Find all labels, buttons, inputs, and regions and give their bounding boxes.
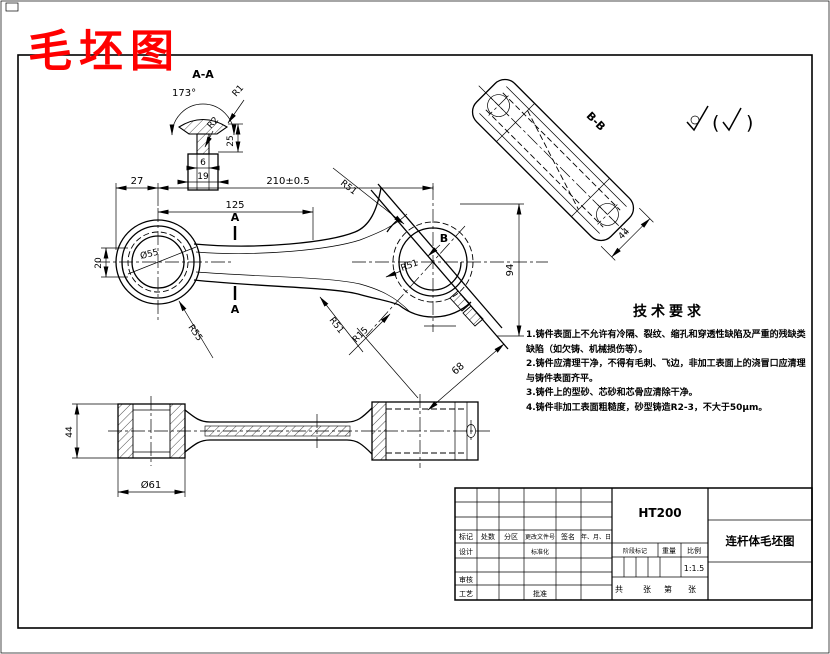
dim-25: 25 [226,135,236,146]
dim-27: 27 [131,176,144,187]
drawing-title: 连杆体毛坯图 [726,534,795,548]
dim-r1: R1 [231,83,246,99]
tech-requirements: 技术要求 1.铸件表面上不允许有冷隔、裂纹、缩孔和穿透性缺陷及严重的残缺类 缺陷… [526,301,812,415]
tech-requirements-title: 技术要求 [633,304,705,320]
tech-line: 与铸件表面齐平。 [526,373,599,384]
tech-line: 1.铸件表面上不允许有冷隔、裂纹、缩孔和穿透性缺陷及严重的残缺类 [526,330,806,340]
col-file: 更改文件号 [525,533,555,541]
section-b-mark: B [440,232,448,245]
dim-dia61: Ø61 [141,479,162,491]
section-aa-title: A-A [192,68,214,81]
col-mark: 标记 [459,532,473,541]
dim-94: 94 [505,264,516,277]
title-block: HT200 连杆体毛坯图 标记 处数 分区 更改文件号 签名 年、月、日 设计 … [454,487,813,601]
roughness-basic-icon [722,107,742,132]
dim-19: 19 [197,172,209,182]
surface-roughness-note: ( ) [686,105,753,134]
scale-label: 比例 [687,546,701,555]
side-view: 44 Ø61 [65,394,490,497]
tech-line: 2.铸件应清理干净，不得有毛刺、飞边，非加工表面上的浇冒口应清理 [526,359,806,369]
row-process: 工艺 [459,590,473,598]
sheet-unit-label-2: 张 [688,585,696,594]
row-design: 设计 [459,547,473,556]
dim-20: 20 [94,257,104,269]
section-view-aa: A-A 173° 25 R1 R2 6 19 [169,68,246,191]
page-title: 毛坯图 [28,26,181,77]
dim-68: 68 [450,361,467,378]
sheet-no-label: 第 [664,584,672,594]
dim-r55: R55 [186,323,204,343]
dim-r51-bottom: R51 [327,316,346,336]
section-a-top: A [231,211,240,224]
col-count: 处数 [481,532,495,541]
stage-mark-label: 阶段标记 [623,547,647,555]
sheet-total-label: 共 [615,585,623,594]
tech-line: 缺陷（如欠铸、机械损伤等）。 [526,344,648,355]
section-view-bb: 44 B-B [471,78,654,261]
row-check: 审核 [459,575,473,584]
main-view: Ø55 A A B 27 210±0.5 [94,167,548,411]
dim-210: 210±0.5 [266,176,309,187]
dim-r51-mid: R51 [400,258,420,273]
paren-close: ) [746,112,753,134]
dim-angle-173: 173° [172,88,196,99]
weight-label: 重量 [662,547,676,555]
tech-line: 3.铸件上的型砂、芯砂和芯骨应清除干净。 [526,388,698,398]
col-date: 年、月、日 [581,533,611,541]
row-standardization: 标准化 [531,548,549,556]
material-label: HT200 [638,506,681,520]
dim-44-side: 44 [65,426,75,438]
roughness-symbol-icon [686,105,709,132]
col-zone: 分区 [504,532,518,541]
section-a-bottom: A [231,303,240,316]
section-bb-title: B-B [584,109,608,133]
corner-mark [5,2,19,12]
dim-6: 6 [200,158,206,168]
dim-r51-top: R51 [338,178,358,197]
dim-125: 125 [225,200,244,211]
row-approve: 批准 [533,589,547,598]
col-sign: 签名 [561,532,575,541]
dim-r15: R15 [351,326,371,346]
dim-dia55: Ø55 [139,247,160,262]
tech-line: 4.铸件非加工表面粗糙度，砂型铸造R2-3，不大于50μm。 [526,402,768,413]
scale-value: 1:1.5 [684,564,705,573]
sheet-unit-label: 张 [643,585,651,594]
paren-open: ( [712,112,719,134]
